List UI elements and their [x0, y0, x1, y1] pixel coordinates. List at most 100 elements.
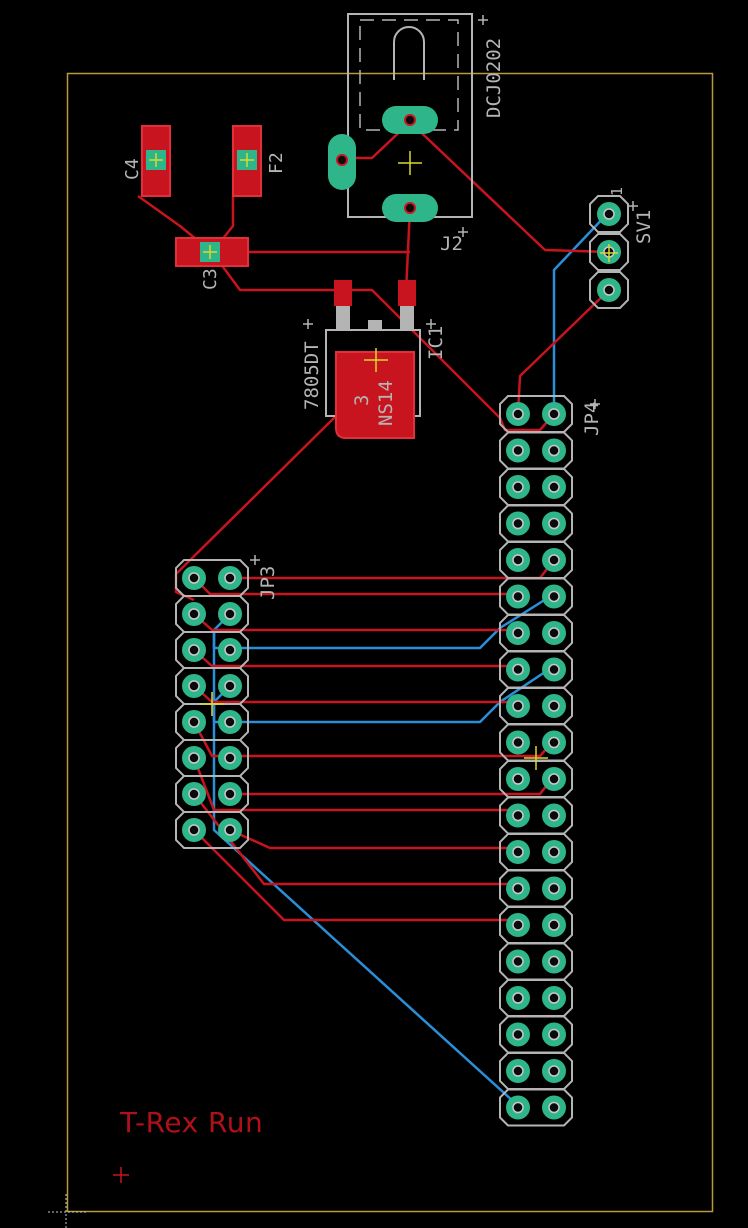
pin-drill [188, 752, 200, 764]
capacitor-c3[interactable]: C3 [175, 237, 249, 290]
trace-top [193, 577, 518, 596]
pin-drill [548, 736, 560, 749]
trace-top [193, 649, 518, 668]
pin-drill [512, 992, 524, 1004]
ic-heatsink-pad [335, 351, 415, 439]
sv1-label: SV1 [633, 210, 655, 244]
pin-drill [548, 846, 560, 858]
origin-cross [250, 555, 260, 565]
pin-drill [512, 1101, 524, 1114]
c3-label: C3 [200, 268, 221, 290]
pin-drill [188, 572, 200, 584]
pin-drill [548, 773, 560, 785]
pin-drill [512, 736, 524, 749]
pin-drill [224, 572, 236, 584]
trace-top [193, 685, 518, 704]
pin-drill [188, 680, 200, 692]
pin-drill [512, 590, 524, 603]
ic-value-label: 7805DT [301, 341, 323, 410]
dc-jack-inner [359, 19, 459, 131]
pin-drill [512, 517, 524, 530]
origin-cross [203, 245, 217, 259]
trace-bottom [212, 664, 555, 724]
trace-bottom [212, 630, 515, 1103]
pin-drill [548, 882, 560, 895]
fuse-f2[interactable]: F2 [232, 125, 287, 197]
pin-drill [603, 208, 615, 220]
dc-jack-name-label: J2 [440, 233, 463, 255]
pin-drill [548, 919, 560, 931]
origin-cross [200, 692, 224, 716]
origin-cross [240, 153, 254, 167]
pin-drill [548, 1028, 560, 1041]
board-title: T-Rex Run [120, 1106, 264, 1139]
pin-drill [512, 1028, 524, 1041]
pin-drill [548, 992, 560, 1004]
pin-drill [188, 716, 200, 728]
pin-drill [548, 663, 560, 676]
header-jp3[interactable] [175, 559, 249, 849]
pin-drill [548, 481, 560, 493]
origin-cross [149, 153, 163, 167]
connector-sv1[interactable] [589, 195, 629, 309]
dc-jack-j2[interactable]: DCJ0202 J2 [328, 13, 505, 255]
trace-top [230, 775, 555, 796]
origin-cross [628, 201, 638, 211]
capacitor-c4[interactable]: C4 [122, 125, 171, 197]
pin-drill [548, 1065, 560, 1077]
smd-pad [398, 280, 416, 306]
pin-outline [589, 195, 629, 233]
pin-drill [512, 919, 524, 931]
origin-cross [600, 244, 618, 262]
pin-drill [548, 590, 560, 603]
header-jp4[interactable] [499, 395, 573, 1127]
pin-drill [188, 644, 200, 656]
pin-drill [512, 809, 524, 822]
f2-label: F2 [266, 152, 287, 174]
pin-drill [512, 408, 524, 420]
jp3-label: JP3 [257, 566, 279, 600]
pin-drill [512, 700, 524, 712]
sv1-pin1-label: 1 [608, 187, 626, 196]
pin-outline [589, 233, 629, 271]
grid-origin-cross [48, 1194, 88, 1228]
origin-cross [590, 399, 600, 409]
pin-drill [548, 408, 560, 420]
origin-cross [364, 348, 388, 372]
pin-drill [548, 1101, 560, 1114]
pin-drill [512, 846, 524, 858]
pin-drill [224, 716, 236, 728]
origin-cross [426, 319, 436, 329]
via [404, 202, 416, 214]
pin-drill [548, 554, 560, 566]
origin-cross [478, 15, 488, 25]
trace-top [192, 757, 518, 812]
pin-drill [188, 608, 200, 620]
pin-drill [603, 284, 615, 296]
dc-jack-value-label: DCJ0202 [483, 38, 505, 118]
ic-tab-top [368, 320, 382, 330]
pin-drill [224, 608, 236, 620]
pin-drill [548, 955, 560, 968]
via [336, 154, 348, 166]
origin-cross [524, 746, 548, 770]
origin-cross [303, 319, 313, 329]
pin-drill [548, 627, 560, 639]
trace-bottom [552, 211, 610, 414]
bottom-copper-layer [212, 211, 610, 1103]
ic-name-label: IC1 [425, 326, 447, 360]
origin-cross [458, 227, 468, 237]
pin-drill [512, 1065, 524, 1077]
trace-top [193, 793, 518, 886]
smd-pad [334, 280, 352, 306]
pin-outline [175, 811, 249, 849]
pin-outline [589, 271, 629, 309]
trace-top [193, 613, 518, 632]
trace-top [193, 829, 518, 922]
regulator-ic1[interactable]: 3 NS14 7805DT IC1 [301, 280, 447, 439]
pin-drill [512, 627, 524, 639]
trace-top [516, 289, 610, 415]
ic-leg [336, 300, 350, 330]
ic-leg [400, 300, 414, 330]
